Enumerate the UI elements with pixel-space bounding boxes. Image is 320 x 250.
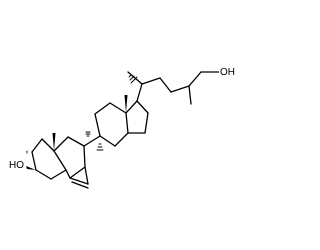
ring-a [31, 138, 67, 180]
angular-methyls [52, 95, 128, 151]
methyl-c21 [127, 71, 143, 85]
structure-diagram: HO OH [8, 65, 236, 189]
methyl-c26 [188, 85, 192, 105]
methyl-c18-wedge [124, 95, 128, 113]
ring-c [83, 102, 129, 147]
double-bond-c5-c6 [69, 177, 89, 185]
stereo-hashes [26, 74, 138, 154]
molecule-canvas: HO OH [8, 65, 236, 189]
side-chain [127, 71, 220, 105]
c3-hydroxyl-wedge [26, 166, 36, 170]
ring-d [125, 100, 149, 134]
hydroxyl-ring-label: HO [9, 160, 24, 171]
atom-labels: HO OH [8, 65, 236, 171]
methyl-c19-wedge [52, 133, 56, 151]
ring-b [53, 136, 89, 189]
hydroxyl-chain-label: OH [220, 67, 235, 78]
